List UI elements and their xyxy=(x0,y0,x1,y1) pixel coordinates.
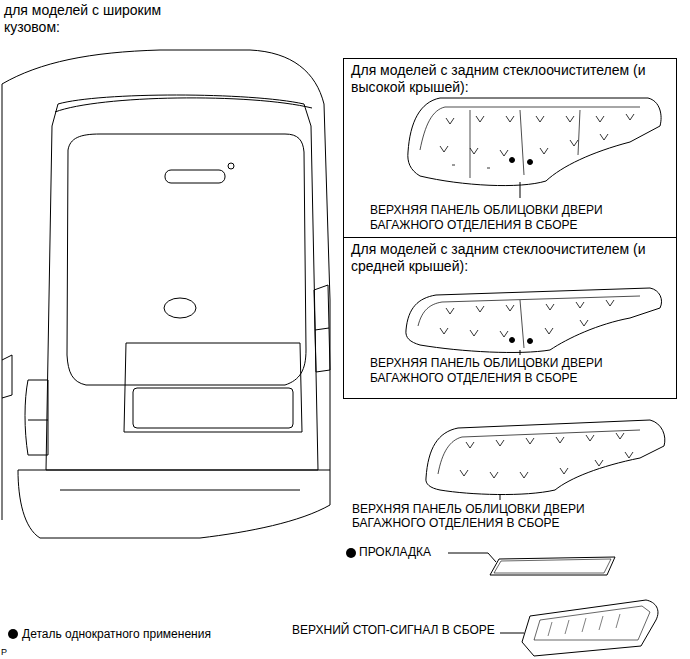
part-name: ПРОКЛАДКА xyxy=(359,545,479,559)
back-door xyxy=(46,95,318,470)
condition-heading: Для моделей с задним стеклоочистителем (… xyxy=(351,241,670,275)
scope-note: для моделей с широким кузовом: xyxy=(4,2,184,36)
stop-lamp xyxy=(165,170,225,183)
leader-line xyxy=(520,182,521,198)
legend-text: Деталь однократного применения xyxy=(22,627,211,641)
leader-line xyxy=(500,633,524,634)
stop-lamp-part xyxy=(500,600,658,656)
leader-line xyxy=(448,553,496,562)
part-name: ВЕРХНЯЯ ПАНЕЛЬ ОБЛИЦОВКИ ДВЕРИ БАГАЖНОГО… xyxy=(370,356,652,386)
van-roof xyxy=(2,50,324,104)
leader-line xyxy=(500,494,501,500)
trim-panel xyxy=(426,420,665,500)
condition-box: Для моделей с задним стеклоочистителем (… xyxy=(343,237,677,399)
plate xyxy=(133,388,293,428)
plate-recess xyxy=(124,343,302,432)
camera xyxy=(228,163,234,169)
tail-light xyxy=(314,285,330,372)
figure-code: P xyxy=(1,647,21,658)
van-roof-edge xyxy=(55,98,312,112)
side-mirror xyxy=(2,355,12,398)
bumper xyxy=(18,470,330,538)
part-name: ВЕРХНЯЯ ПАНЕЛЬ ОБЛИЦОВКИ ДВЕРИ БАГАЖНОГО… xyxy=(352,502,634,531)
van-rear-view xyxy=(2,50,330,538)
van-side xyxy=(2,84,330,520)
trim-panel xyxy=(406,288,662,355)
condition-heading: Для моделей с задним стеклоочистителем (… xyxy=(351,62,670,96)
emblem xyxy=(164,298,196,318)
trim-panel xyxy=(408,98,661,198)
rear-window xyxy=(67,134,306,385)
part-name: ВЕРХНЯЯ ПАНЕЛЬ ОБЛИЦОВКИ ДВЕРИ БАГАЖНОГО… xyxy=(370,203,652,233)
one-time-use-dot xyxy=(346,548,356,558)
tail-light xyxy=(25,380,48,455)
legend-dot xyxy=(8,629,18,639)
condition-box: Для моделей с задним стеклоочистителем (… xyxy=(343,58,677,238)
leader-line xyxy=(520,350,521,355)
part-name: ВЕРХНИЙ СТОП-СИГНАЛ В СБОРЕ xyxy=(292,623,504,637)
